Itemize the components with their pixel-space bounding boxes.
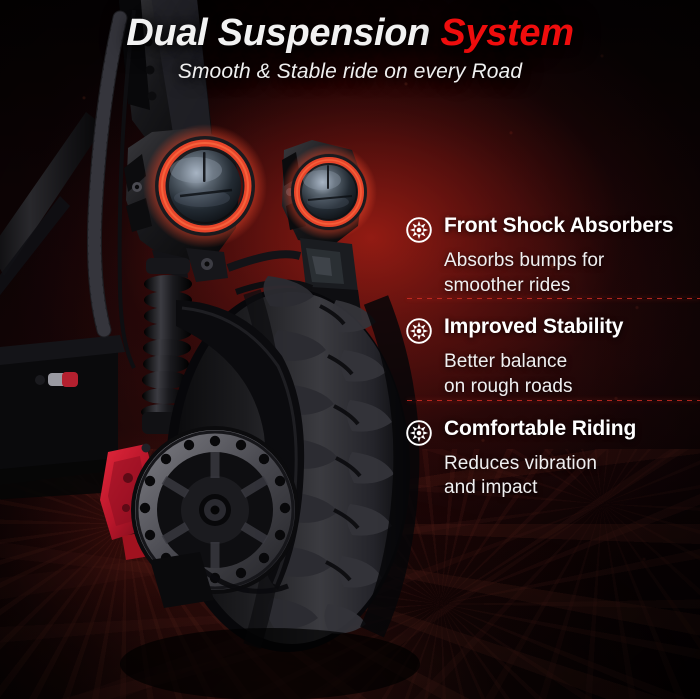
- feature-item-front-shock-absorbers: Front Shock Absorbers Absorbs bumps for …: [405, 214, 695, 298]
- feature-description-line-1: Reduces vibration: [444, 452, 597, 474]
- feature-title: Front Shock Absorbers: [444, 214, 674, 237]
- feature-description: Reduces vibration and impact: [444, 452, 695, 501]
- banner-title: Dual Suspension System: [0, 12, 700, 54]
- banner-subtitle: Smooth & Stable ride on every Road: [177, 59, 523, 83]
- product-image-scooter: [0, 0, 408, 644]
- feature-description-line-1: Better balance: [444, 351, 568, 373]
- feature-description-line-2: smoother rides: [444, 274, 571, 296]
- feature-title: Comfortable Riding: [444, 416, 637, 440]
- banner-header: Dual Suspension System Smooth & Stable r…: [0, 12, 700, 84]
- feature-item-improved-stability: Improved Stability Better balance on rou…: [405, 298, 700, 399]
- feature-description: Better balance on rough roads: [444, 350, 695, 399]
- banner-title-accent: System: [440, 12, 574, 54]
- feature-description-line-2: on rough roads: [444, 376, 573, 398]
- banner-title-white: Dual Suspension: [126, 12, 431, 54]
- feature-heading-row: Front Shock Absorbers: [405, 214, 695, 244]
- feature-description-line-1: Absorbs bumps for: [444, 250, 605, 271]
- feature-list: Front Shock Absorbers Absorbs bumps for …: [405, 214, 700, 501]
- suspension-burst-icon: [405, 317, 433, 345]
- feature-heading-row: Comfortable Riding: [405, 417, 695, 447]
- feature-description-line-2: and impact: [444, 477, 538, 499]
- feature-item-comfortable-riding: Comfortable Riding Reduces vibration and…: [405, 399, 700, 501]
- suspension-burst-icon: [405, 216, 433, 244]
- feature-title: Improved Stability: [444, 315, 624, 339]
- feature-description: Absorbs bumps for smoother rides: [444, 249, 695, 298]
- feature-heading-row: Improved Stability: [405, 315, 695, 345]
- suspension-burst-icon: [405, 419, 433, 447]
